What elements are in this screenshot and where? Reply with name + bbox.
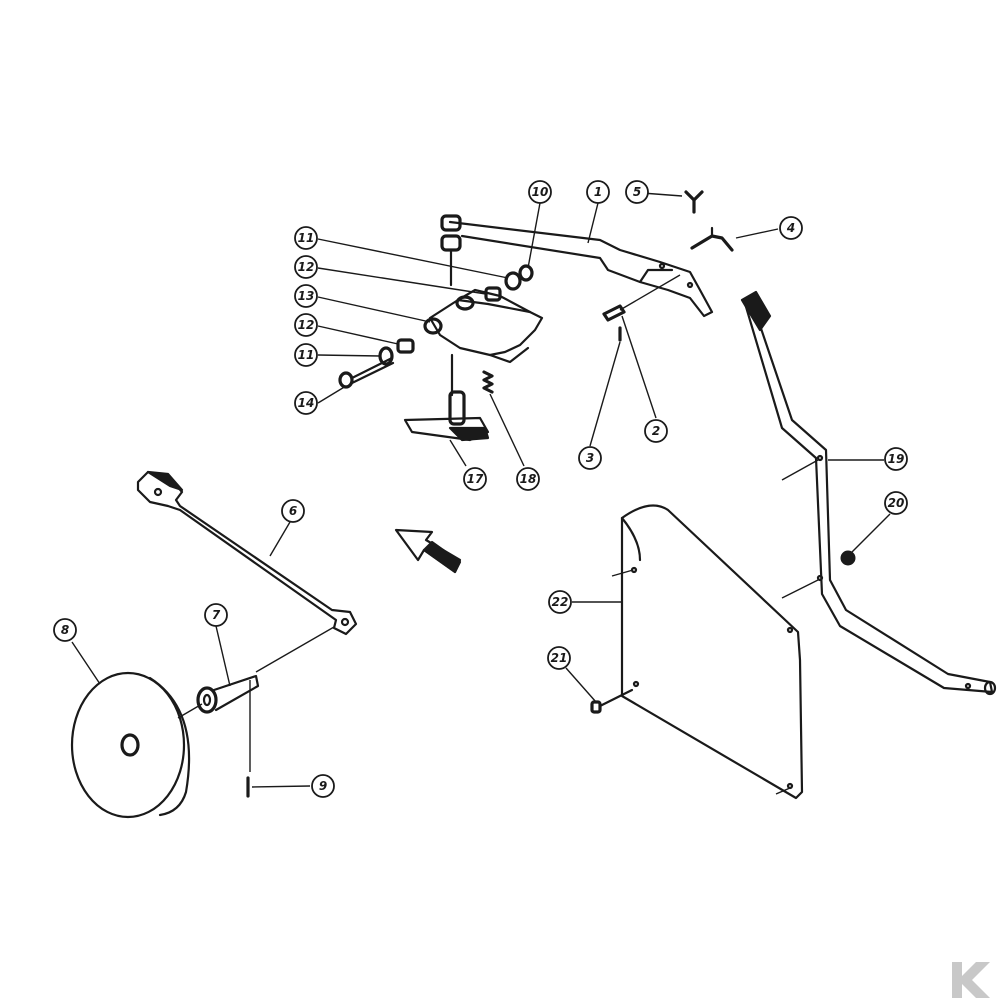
svg-text:6: 6 <box>289 504 297 518</box>
part-1-lever-arm <box>448 220 714 318</box>
callout-6: 6 <box>281 499 305 523</box>
callout-leaders <box>71 192 891 788</box>
part-22-shield-plate <box>611 504 804 800</box>
part-8-disc-wheel <box>70 671 203 819</box>
callout-17: 17 <box>463 467 487 491</box>
callout-7: 7 <box>204 603 228 627</box>
callout-8: 8 <box>53 618 77 642</box>
part-17-base-plate <box>403 390 490 442</box>
svg-text:10: 10 <box>532 185 549 199</box>
callout-19: 19 <box>884 447 908 471</box>
svg-text:11: 11 <box>298 231 315 245</box>
svg-text:3: 3 <box>586 451 594 465</box>
svg-text:9: 9 <box>319 779 327 793</box>
part-20-knob <box>840 550 856 566</box>
part-7-axle <box>196 674 260 714</box>
callout-3: 3 <box>578 446 602 470</box>
part-14-bolt <box>338 356 395 389</box>
part-9-pin <box>246 680 251 798</box>
part-18-spring <box>482 370 494 394</box>
callout-11-lower: 11 <box>294 343 318 367</box>
part-19-handle-bar <box>740 290 997 696</box>
callout-11-upper: 11 <box>294 226 318 250</box>
part-11-washer-upper <box>504 264 534 291</box>
brand-logo-icon <box>952 962 990 998</box>
callout-1: 1 <box>586 180 610 204</box>
callout-14: 14 <box>294 391 318 415</box>
svg-text:12: 12 <box>298 318 315 332</box>
svg-text:12: 12 <box>298 260 315 274</box>
callout-13: 13 <box>294 284 318 308</box>
svg-text:4: 4 <box>786 221 795 235</box>
svg-text:18: 18 <box>520 472 537 486</box>
callout-12-upper: 12 <box>294 255 318 279</box>
callout-22: 22 <box>548 590 572 614</box>
part-10-upper-bushings <box>440 214 462 287</box>
svg-text:2: 2 <box>652 424 660 438</box>
svg-text:13: 13 <box>298 289 315 303</box>
callout-20: 20 <box>884 491 908 515</box>
svg-text:17: 17 <box>467 472 484 486</box>
svg-text:20: 20 <box>888 496 905 510</box>
callout-5: 5 <box>625 180 649 204</box>
callout-4: 4 <box>779 216 803 240</box>
part-21-bolt <box>590 688 634 714</box>
svg-text:14: 14 <box>298 396 315 410</box>
callout-12-lower: 12 <box>294 313 318 337</box>
svg-text:11: 11 <box>298 348 315 362</box>
callout-10: 10 <box>528 180 552 204</box>
svg-text:5: 5 <box>633 185 641 199</box>
direction-arrow-icon <box>394 528 462 574</box>
svg-text:22: 22 <box>552 595 569 609</box>
callout-21: 21 <box>547 646 571 670</box>
callout-18: 18 <box>516 467 540 491</box>
callout-9: 9 <box>311 774 335 798</box>
part-12-bushing-lower <box>396 338 415 354</box>
part-5-screw <box>684 190 704 214</box>
svg-text:7: 7 <box>212 608 221 622</box>
part-2-pin <box>602 274 681 322</box>
part-6-lower-arm <box>136 470 358 673</box>
svg-text:8: 8 <box>61 623 69 637</box>
svg-text:21: 21 <box>551 651 568 665</box>
svg-text:19: 19 <box>888 452 905 466</box>
svg-text:1: 1 <box>594 185 602 199</box>
callout-2: 2 <box>644 419 668 443</box>
part-4-handle-pin <box>690 226 734 252</box>
